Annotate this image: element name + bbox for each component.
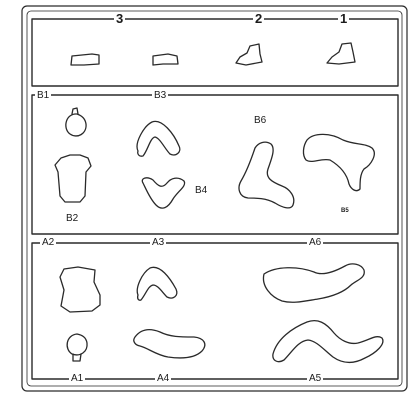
outer-frame — [22, 6, 407, 391]
top-panel — [32, 19, 398, 86]
label-3: 3 — [114, 12, 125, 26]
fragment-1-foot-shape — [327, 43, 355, 64]
fragment-3-shape — [71, 54, 99, 65]
label-b2: B2 — [64, 213, 80, 224]
fragment-blank-shape — [153, 54, 178, 65]
fragment-a1-head-shape — [67, 334, 87, 355]
fragment-b1-neck-shape — [72, 108, 78, 114]
fragment-2-foot-shape — [236, 44, 262, 65]
label-b1: B1 — [35, 90, 51, 101]
label-1: 1 — [338, 12, 349, 26]
fragment-a6-leg-shape — [263, 264, 364, 302]
fragment-b3-shape — [137, 121, 180, 156]
label-b5: B5 — [339, 208, 351, 215]
fragment-a4-shape — [134, 330, 205, 358]
label-a1: A1 — [69, 373, 85, 384]
label-a5: A5 — [307, 373, 323, 384]
label-a2: A2 — [40, 237, 56, 248]
label-a3: A3 — [150, 237, 166, 248]
label-b3: B3 — [152, 90, 168, 101]
label-b4: B4 — [193, 185, 209, 196]
fragment-b5-leg-shape — [303, 134, 374, 190]
fragment-a2-torso-shape — [60, 267, 100, 312]
label-a4: A4 — [155, 373, 171, 384]
label-b6: B6 — [252, 115, 268, 126]
fragment-a5-leg-shape — [273, 321, 383, 363]
fragment-b6-leg-shape — [239, 142, 294, 208]
fragment-a3-shape — [137, 267, 177, 300]
fragment-b2-torso-shape — [55, 155, 91, 202]
fragment-b1-head-shape — [66, 114, 86, 136]
label-2: 2 — [253, 12, 264, 26]
fragment-b4-shape — [142, 178, 184, 208]
label-a6: A6 — [307, 237, 323, 248]
